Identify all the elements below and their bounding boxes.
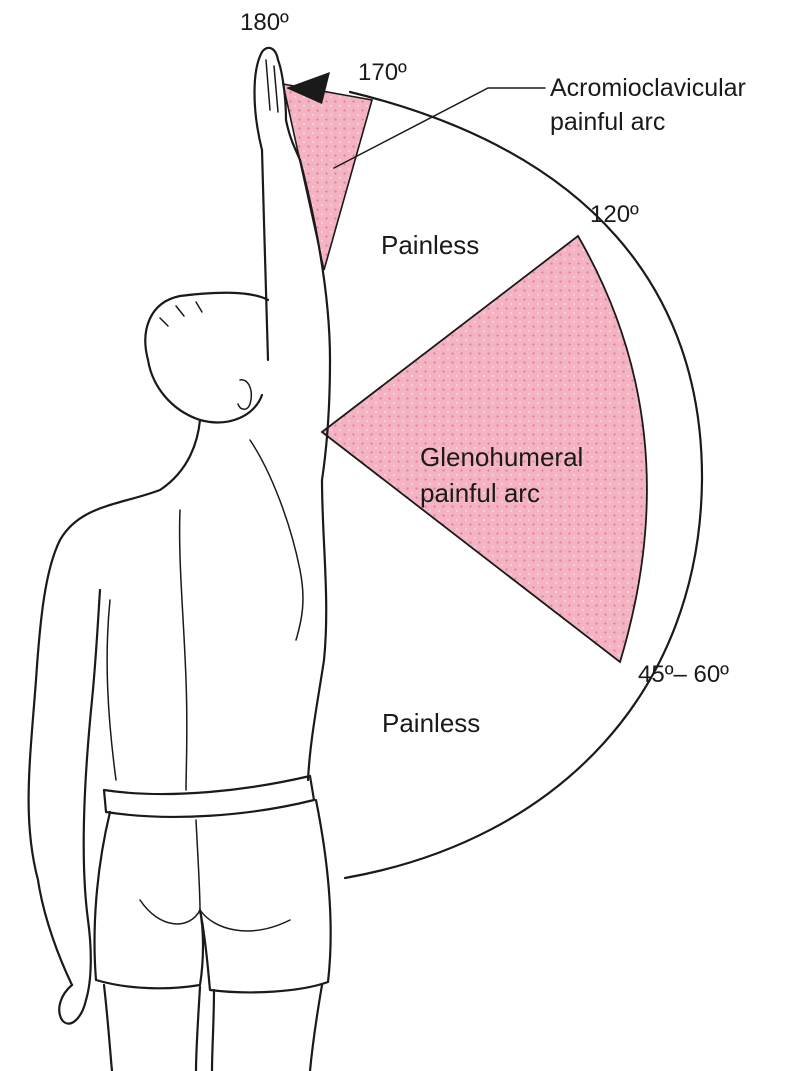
spine xyxy=(180,510,187,790)
acromioclavicular-label-line2: painful arc xyxy=(550,108,665,136)
left-hand xyxy=(59,920,91,1024)
buttock-line xyxy=(140,900,290,931)
shorts-seam xyxy=(196,820,200,910)
hair-lines xyxy=(160,302,202,326)
shorts-waistband xyxy=(104,776,314,817)
human-figure xyxy=(29,48,331,1071)
left-back-contour xyxy=(107,600,116,780)
acromioclavicular-painful-wedge xyxy=(283,84,372,270)
label-45-60-degrees: 45º– 60º xyxy=(638,661,729,688)
ear xyxy=(238,380,251,409)
label-170-degrees: 170º xyxy=(358,59,407,86)
glenohumeral-label-line2: painful arc xyxy=(420,478,540,508)
label-180-degrees: 180º xyxy=(240,9,289,36)
legs xyxy=(104,985,322,1071)
label-120-degrees: 120º xyxy=(590,201,639,228)
left-arm-inner xyxy=(84,590,100,920)
painless-lower-label: Painless xyxy=(382,708,480,738)
painless-upper-label: Painless xyxy=(381,230,479,260)
neck-and-left-shoulder xyxy=(29,420,200,985)
shorts xyxy=(95,800,331,992)
acromioclavicular-label-line1: Acromioclavicular xyxy=(550,74,746,102)
glenohumeral-label-line1: Glenohumeral xyxy=(420,442,583,472)
finger-lines xyxy=(266,60,278,112)
torso-right-side xyxy=(308,480,326,780)
shoulder-blade xyxy=(250,440,303,640)
